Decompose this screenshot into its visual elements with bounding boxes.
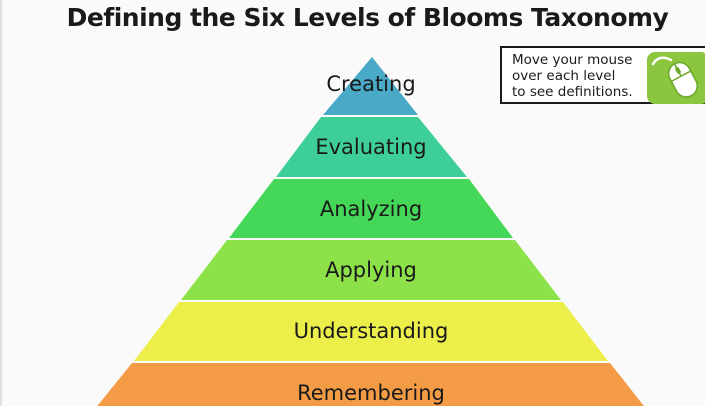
level-applying-label[interactable]: Applying <box>325 258 417 282</box>
level-analyzing-shape[interactable] <box>229 179 513 238</box>
hint-box: Move your mouse over each level to see d… <box>500 46 705 104</box>
level-evaluating-label[interactable]: Evaluating <box>315 135 426 159</box>
level-applying-shape[interactable] <box>181 240 561 300</box>
level-analyzing[interactable]: Analyzing <box>229 179 513 238</box>
hint-line-1: Move your mouse <box>512 52 633 68</box>
page-title: Defining the Six Levels of Blooms Taxono… <box>66 3 669 32</box>
level-creating[interactable]: Creating <box>323 57 418 115</box>
level-understanding[interactable]: Understanding <box>134 302 608 361</box>
level-evaluating[interactable]: Evaluating <box>276 117 467 177</box>
level-applying[interactable]: Applying <box>181 240 561 300</box>
hint-line-2: over each level <box>512 68 616 84</box>
level-understanding-label[interactable]: Understanding <box>294 319 449 343</box>
level-analyzing-label[interactable]: Analyzing <box>320 197 422 221</box>
mouse-icon <box>647 52 705 104</box>
level-remembering-label[interactable]: Remembering <box>297 381 445 405</box>
left-border <box>0 0 2 406</box>
level-evaluating-shape[interactable] <box>276 117 467 177</box>
level-creating-label[interactable]: Creating <box>326 72 415 96</box>
level-creating-shape[interactable] <box>323 57 418 115</box>
level-remembering-shape[interactable] <box>86 363 655 406</box>
level-remembering[interactable]: Remembering <box>86 363 655 406</box>
hint-line-3: to see definitions. <box>512 84 633 100</box>
level-understanding-shape[interactable] <box>134 302 608 361</box>
